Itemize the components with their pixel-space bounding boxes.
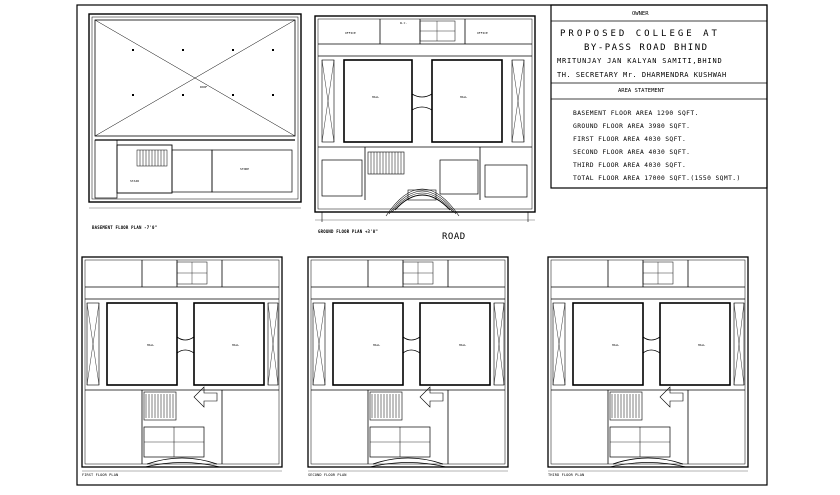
project-title: PROPOSED COLLEGE AT <box>560 29 720 39</box>
room-labels: ROOF HALL HALL HALL HALL HALL HALL HALL … <box>130 21 705 347</box>
owner-label: OWNER <box>632 11 649 17</box>
svg-text:HALL: HALL <box>612 343 619 347</box>
area-second: SECOND FLOOR AREA 4030 SQFT. <box>573 149 691 156</box>
svg-text:ROOF: ROOF <box>200 85 207 89</box>
svg-text:W.C.: W.C. <box>400 21 407 25</box>
svg-text:HALL: HALL <box>698 343 705 347</box>
svg-text:STAIR: STAIR <box>130 179 139 183</box>
svg-text:OFFICE: OFFICE <box>345 31 356 35</box>
svg-text:HALL: HALL <box>147 343 154 347</box>
client-name: MRITUNJAY JAN KALYAN SAMITI,BHIND <box>557 57 723 65</box>
third-plan-caption: THIRD FLOOR PLAN <box>548 473 585 477</box>
area-statement-label: AREA STATEMENT <box>618 88 665 94</box>
road-label: ROAD <box>442 232 466 242</box>
area-basement: BASEMENT FLOOR AREA 1290 SQFT. <box>573 110 699 117</box>
first-floor-plan <box>81 256 283 472</box>
title-block-frame <box>550 4 768 189</box>
basement-floor-plan <box>88 13 302 209</box>
svg-text:HALL: HALL <box>460 95 467 99</box>
third-floor-plan <box>547 256 749 472</box>
second-floor-plan <box>307 256 509 472</box>
svg-text:HALL: HALL <box>232 343 239 347</box>
area-ground: GROUND FLOOR AREA 3980 SQFT. <box>573 123 691 130</box>
first-plan-caption: FIRST FLOOR PLAN <box>82 473 119 477</box>
ground-plan-caption: GROUND FLOOR PLAN +3'0" <box>318 229 378 234</box>
svg-text:HALL: HALL <box>459 343 466 347</box>
second-plan-caption: SECOND FLOOR PLAN <box>308 473 347 477</box>
basement-plan-caption: BASEMENT FLOOR PLAN -7'0" <box>92 225 158 230</box>
svg-text:OFFICE: OFFICE <box>477 31 488 35</box>
svg-text:STORE: STORE <box>240 167 249 171</box>
area-third: THIRD FLOOR AREA 4030 SQFT. <box>573 162 687 169</box>
area-first: FIRST FLOOR AREA 4030 SQFT. <box>573 136 687 143</box>
area-total: TOTAL FLOOR AREA 17000 SQFT.(1550 SQMT.) <box>573 175 741 182</box>
ground-floor-plan <box>314 15 536 222</box>
project-location: BY-PASS ROAD BHIND <box>584 43 709 53</box>
svg-text:HALL: HALL <box>373 343 380 347</box>
secretary-name: TH. SECRETARY Mr. DHARMENDRA KUSHWAH <box>557 71 727 79</box>
svg-text:HALL: HALL <box>372 95 379 99</box>
